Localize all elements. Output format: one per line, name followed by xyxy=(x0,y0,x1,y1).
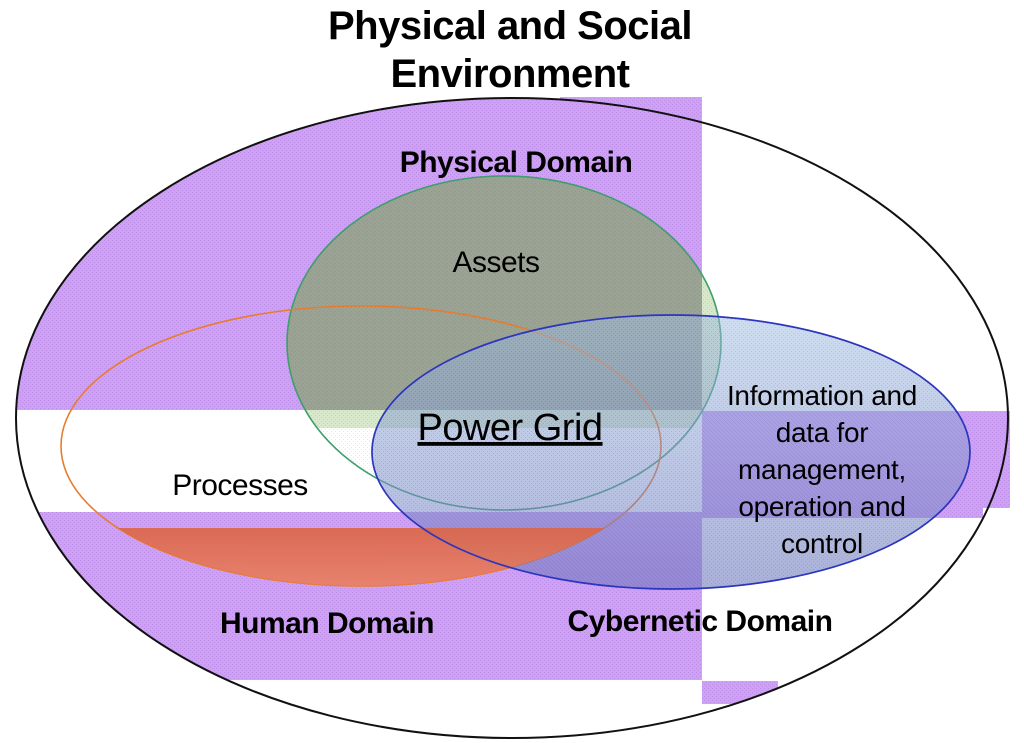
power-grid-label: Power Grid xyxy=(417,407,602,449)
information-label-line-4: operation and xyxy=(738,491,905,522)
information-label-line-3: management, xyxy=(738,454,906,485)
cybernetic-domain-label: Cybernetic Domain xyxy=(568,605,833,638)
information-label-line-2: data for xyxy=(776,417,869,448)
physical-domain-label: Physical Domain xyxy=(400,146,633,179)
processes-ellipse-red-fill xyxy=(117,528,605,586)
human-domain-label: Human Domain xyxy=(220,607,434,640)
environment-ellipse-outline xyxy=(15,97,1009,739)
processes-label: Processes xyxy=(172,469,308,502)
diagram-title-line-2: Environment xyxy=(391,52,630,96)
information-ellipse-outline xyxy=(371,314,971,590)
diagram-title-line-1: Physical and Social xyxy=(328,4,692,48)
information-ellipse-texture xyxy=(372,315,970,589)
information-label-line-5: control xyxy=(781,528,863,559)
information-label-line-1: Information and xyxy=(727,380,917,411)
assets-label: Assets xyxy=(452,246,539,279)
